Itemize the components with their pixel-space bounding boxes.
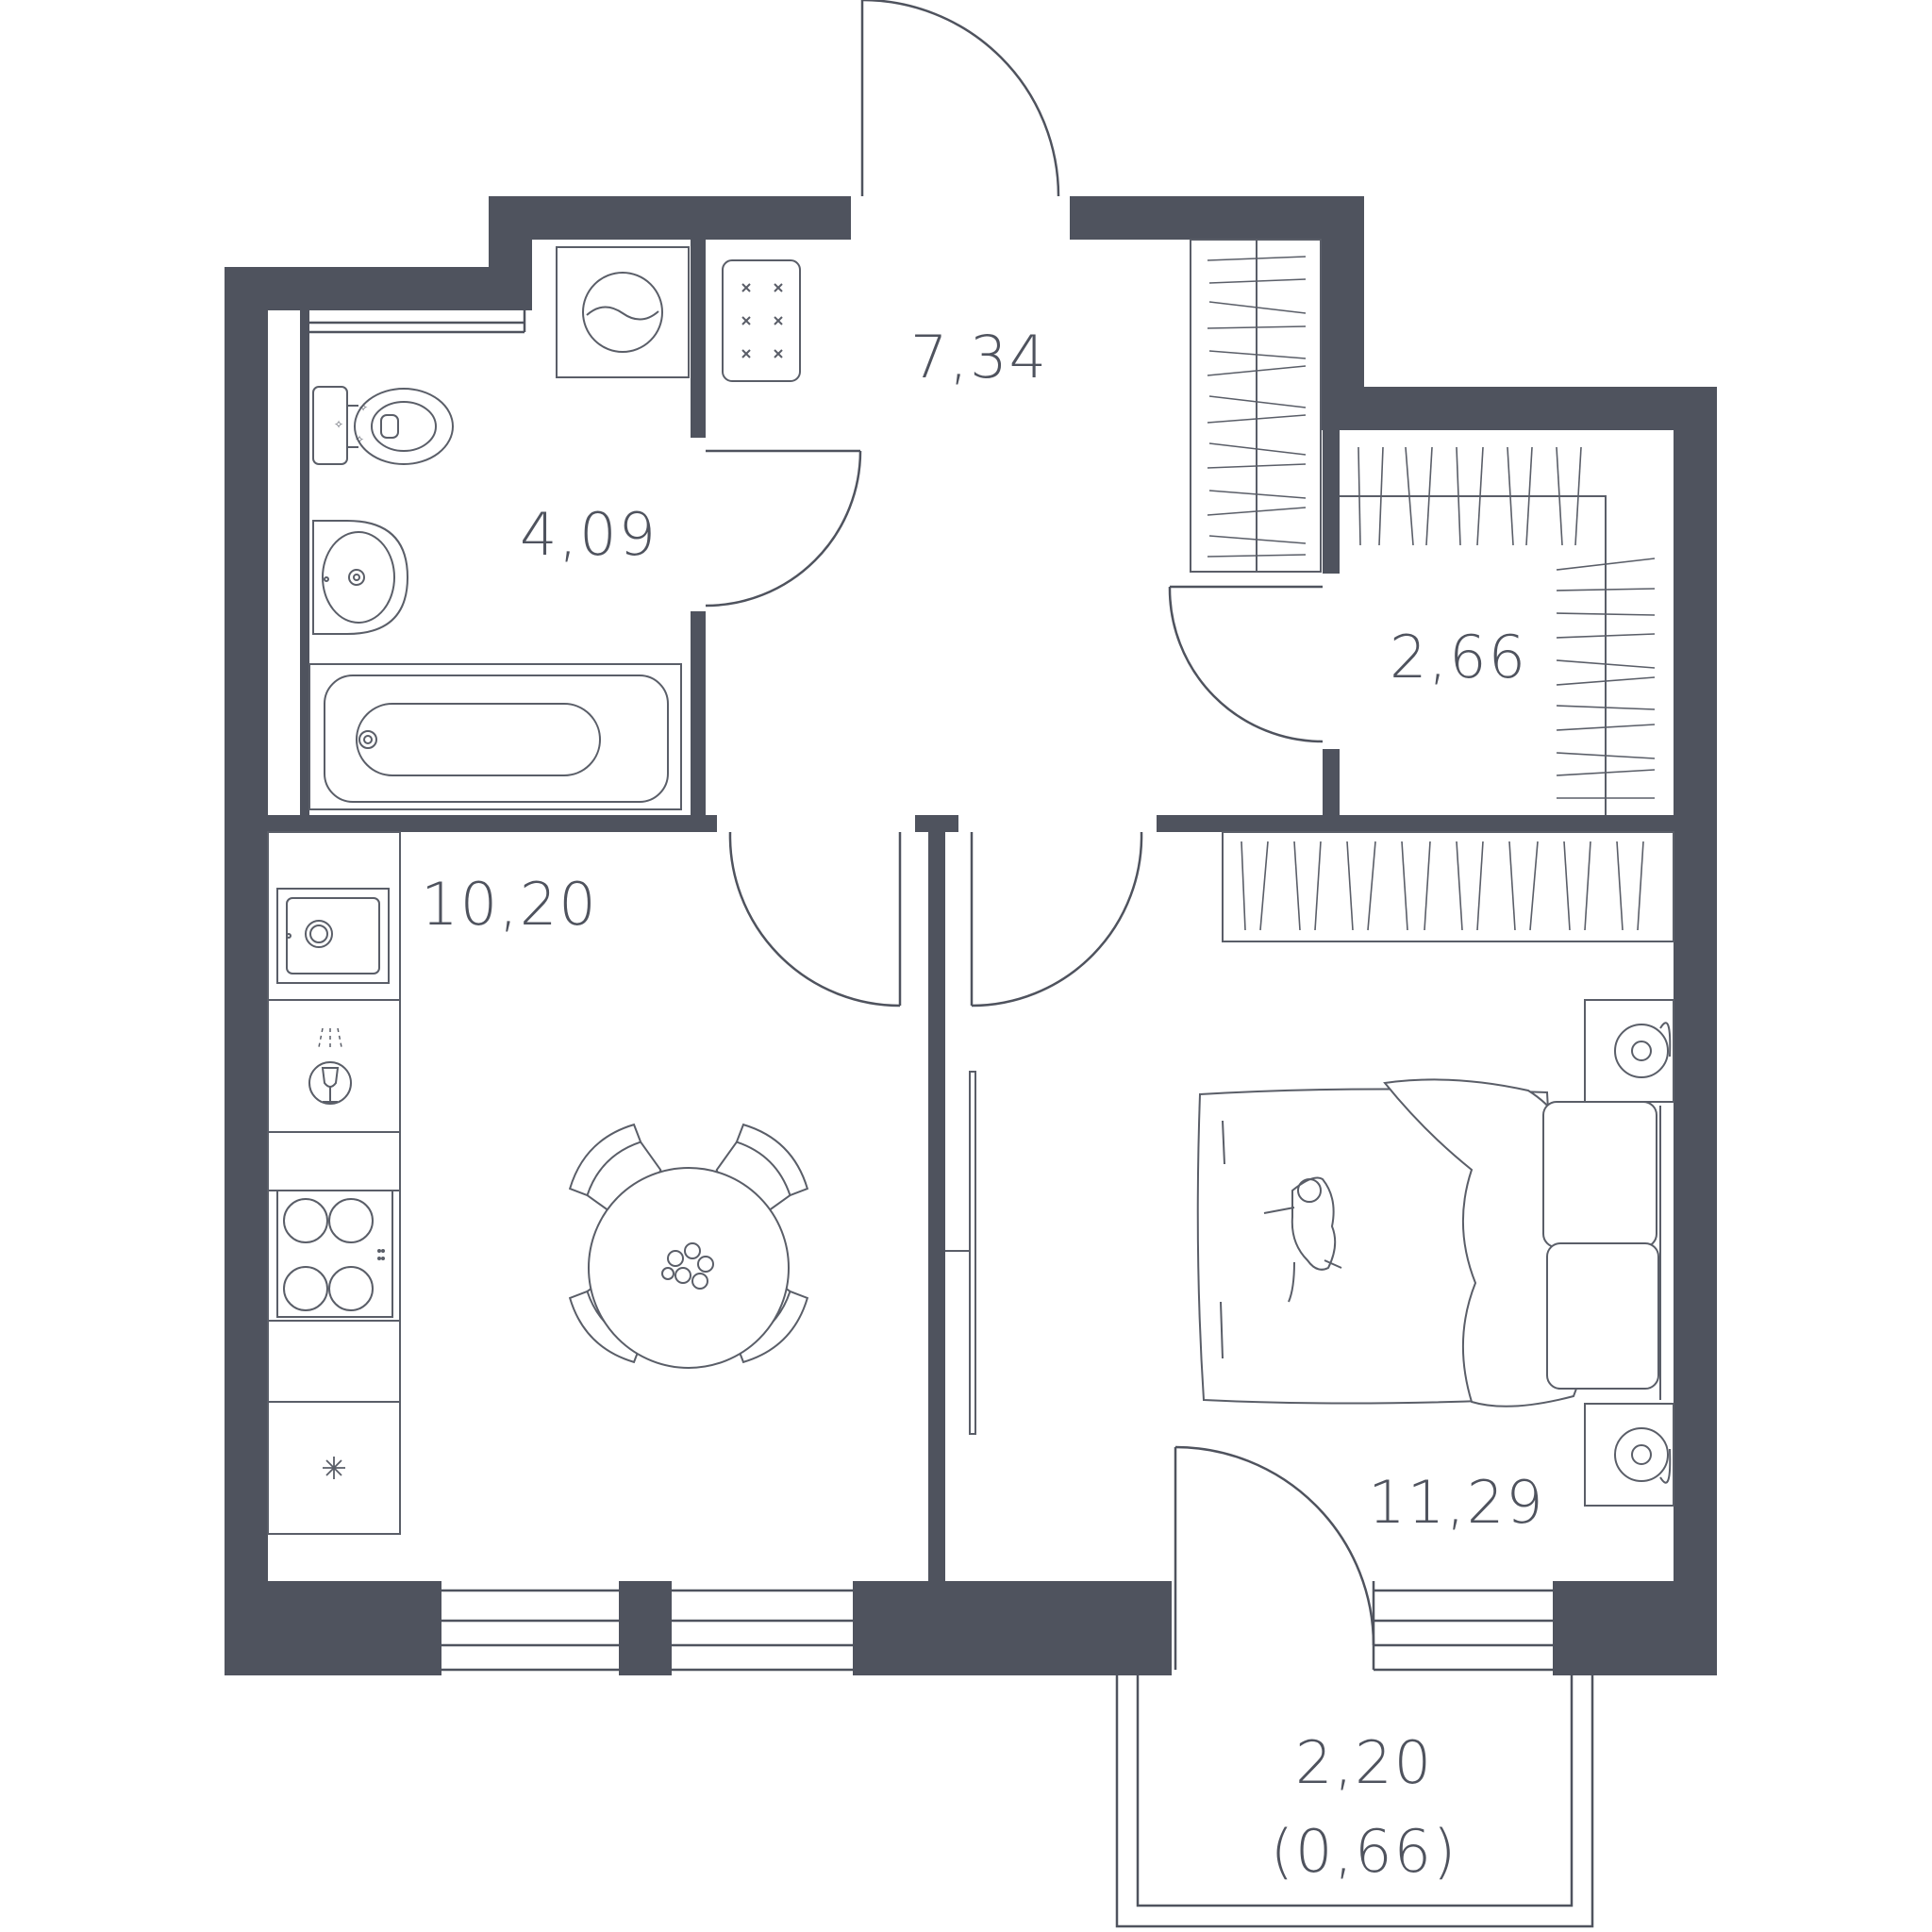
washing-machine-icon — [556, 246, 690, 378]
bathtub-icon — [308, 663, 682, 810]
svg-text:✧: ✧ — [334, 418, 343, 431]
room-labels: 7,34 4,09 2,66 10,20 11,29 2,20 (0,66) — [421, 323, 1545, 1886]
shower-tray-icon — [722, 259, 801, 382]
flower-vase-icon — [661, 1242, 714, 1290]
dining-table-icon — [568, 1123, 809, 1369]
bathroom-door — [705, 449, 862, 608]
room-area-hallway: 7,34 — [910, 323, 1048, 391]
nightstand-lamp-icon — [1584, 1403, 1674, 1507]
bedroom-door — [970, 831, 1143, 1008]
kitchen-door — [728, 831, 902, 1008]
bedroom-furniture — [945, 831, 1674, 1507]
kitchen-fixtures — [267, 831, 809, 1535]
svg-text:✧: ✧ — [355, 433, 364, 446]
windows — [441, 1581, 1553, 1675]
window-kitchen-right — [672, 1589, 853, 1672]
wardrobe-door — [1168, 585, 1324, 743]
toilet-icon: ✧ ✧ ✧ — [312, 386, 454, 465]
window-balcony-door-frame — [1162, 1581, 1172, 1675]
balcony-door — [1174, 1445, 1375, 1670]
walls — [225, 196, 1717, 1675]
doors — [705, 0, 1375, 1670]
sink-icon — [312, 520, 409, 635]
kitchen-sink-icon — [276, 888, 390, 984]
room-area-kitchen: 10,20 — [421, 870, 598, 939]
bed-icon — [1196, 1078, 1661, 1407]
room-area-balcony-reduced: (0,66) — [1271, 1817, 1457, 1886]
svg-text:✧: ✧ — [358, 401, 368, 414]
entrance-door — [860, 0, 1060, 197]
dishwasher-icon — [308, 1027, 352, 1105]
room-area-balcony: 2,20 — [1295, 1728, 1433, 1797]
room-area-wardrobe: 2,66 — [1390, 623, 1527, 691]
hallway-wardrobe — [1190, 239, 1322, 573]
fridge-icon — [323, 1457, 345, 1479]
nightstand-lamp-icon — [1584, 999, 1674, 1103]
cat-icon — [1263, 1176, 1342, 1303]
room-area-bedroom: 11,29 — [1368, 1468, 1545, 1537]
balcony — [1115, 1675, 1594, 1928]
bathroom-fixtures: ✧ ✧ ✧ — [308, 246, 801, 810]
bedroom-wardrobe — [1222, 831, 1674, 942]
room-area-bathroom: 4,09 — [520, 500, 658, 569]
wardrobe-room-shelves — [1340, 446, 1656, 815]
window-bedroom — [1372, 1581, 1553, 1672]
tv-icon — [945, 1071, 976, 1435]
stove-icon — [276, 1190, 393, 1318]
window-kitchen-left — [441, 1589, 619, 1672]
